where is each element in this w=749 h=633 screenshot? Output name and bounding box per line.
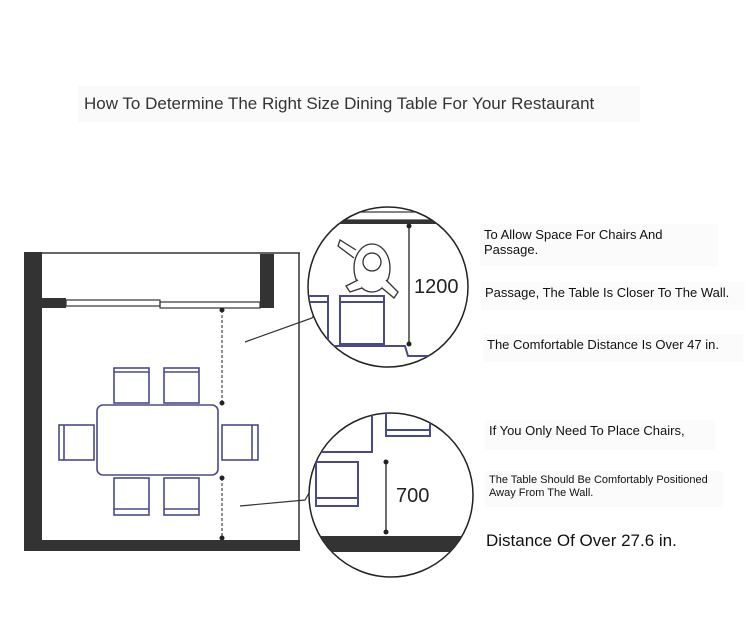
dim-label-700: 700 [396, 485, 429, 507]
dim-dot [406, 341, 412, 347]
dim-dot [219, 535, 225, 541]
note-only-chairs: If You Only Need To Place Chairs, [485, 420, 715, 450]
callout-pointer-top [244, 305, 321, 343]
callout-pointer-bottom [239, 487, 313, 507]
zoom-chair [385, 413, 431, 437]
person-icon [337, 239, 399, 299]
window-panel-right [159, 301, 261, 309]
zoom-circle-bottom: 700 [308, 412, 474, 578]
dining-set [58, 367, 259, 516]
window-panel-left [65, 299, 161, 307]
zoom-chair [315, 461, 359, 507]
note-distance-over: Distance Of Over 27.6 in. [482, 528, 712, 558]
dim-dot [383, 459, 389, 465]
door-jamb [42, 298, 66, 308]
left-wall [24, 252, 42, 551]
zoom-circle-top: 1200 [307, 206, 469, 368]
chair-left [58, 424, 95, 461]
dim-dot [406, 223, 412, 229]
dim-dot [219, 307, 225, 313]
dim-dot [219, 400, 225, 406]
zoom-wall [309, 536, 473, 552]
note-passage: Passage, The Table Is Closer To The Wall… [481, 282, 745, 310]
person-foot [345, 279, 363, 293]
room-dimension-lines [219, 307, 225, 541]
person-arm-right [381, 279, 399, 299]
note-comfortable-distance: The Comfortable Distance Is Over 47 in. [483, 334, 743, 362]
upper-right-wall [260, 254, 274, 308]
page-title: How To Determine The Right Size Dining T… [78, 86, 640, 122]
chair-top-left [113, 367, 150, 404]
dim-dot [219, 475, 225, 481]
note-table-position: The Table Should Be Comfortably Position… [485, 471, 723, 507]
chair-bottom-left [113, 477, 150, 516]
person-arm-left [337, 239, 357, 259]
bottom-wall [24, 540, 300, 551]
person-head [362, 252, 382, 272]
zoom-chair [339, 295, 385, 345]
zoom-table-corner [309, 413, 373, 453]
chair-top-right [163, 367, 200, 404]
chair-right [221, 424, 259, 461]
zoom-window-sill [308, 220, 468, 224]
chair-bottom-right [163, 477, 200, 516]
dim-label-1200: 1200 [414, 276, 459, 298]
room-walls [24, 252, 300, 551]
zoom-circle-outline [308, 412, 474, 578]
dim-dot [383, 529, 389, 535]
note-space-for-chairs: To Allow Space For Chairs And Passage. [480, 224, 718, 266]
dining-table [96, 404, 219, 476]
